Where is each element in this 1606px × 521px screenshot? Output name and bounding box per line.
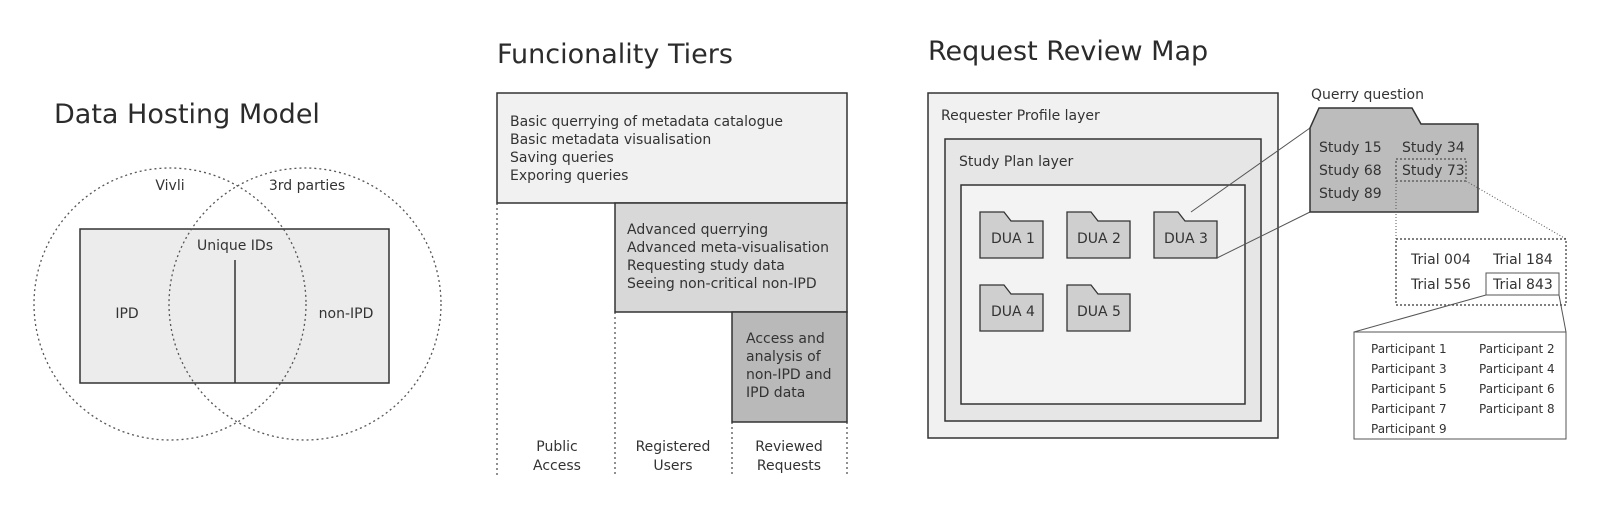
connector-dua3-top [1190,127,1311,213]
hosting-title: Data Hosting Model [54,99,320,130]
trial-184: Trial 184 [1492,252,1553,268]
tier-2-line-3: Requesting study data [627,258,785,274]
participant-8: Participant 8 [1479,402,1555,416]
dua-label-1: DUA 1 [991,231,1035,247]
connector-trial843-left [1353,294,1487,333]
participants-box [1353,331,1567,440]
non-ipd-label: non-IPD [319,306,374,322]
trial-843: Trial 843 [1492,277,1553,293]
participant-7: Participant 7 [1371,402,1447,416]
col-reviewed-line-2: Requests [757,458,821,474]
tier-1-line-2: Basic metadata visualisation [510,132,711,148]
dua-folder-4: DUA 4 [979,284,1044,332]
unique-ids-label: Unique IDs [197,238,273,254]
study-15: Study 15 [1319,140,1382,156]
dua-label-5: DUA 5 [1077,304,1121,320]
functionality-tiers: Funcionality Tiers Basic querrying of me… [496,39,848,477]
study-34: Study 34 [1402,140,1465,156]
third-parties-circle [168,167,442,441]
participant-5: Participant 5 [1371,382,1447,396]
request-review-map: Request Review Map Requester Profile lay… [927,36,1567,440]
study-73-highlight [1395,158,1467,182]
trial-843-highlight [1485,272,1560,296]
tiers-title: Funcionality Tiers [497,39,733,70]
col-public-line-1: Public [536,439,577,455]
dua-folder-5: DUA 5 [1066,284,1131,332]
tier-2-line-2: Advanced meta-visualisation [627,240,829,256]
connector-study73-right [1465,180,1567,240]
dua-folder-1: DUA 1 [979,211,1044,259]
tier-1-line-1: Basic querrying of metadata catalogue [510,114,783,130]
tier-1-box [496,92,848,204]
connector-trial843-right [1558,294,1567,333]
participant-2: Participant 2 [1479,342,1555,356]
tier-3-box [731,311,848,423]
tier-1-line-4: Exporing queries [510,168,628,184]
study-73: Study 73 [1402,163,1465,179]
participant-3: Participant 3 [1371,362,1447,376]
ipd-label: IPD [115,306,138,322]
participant-4: Participant 4 [1479,362,1555,376]
dua-label-3: DUA 3 [1164,231,1208,247]
trial-004: Trial 004 [1410,252,1471,268]
connector-dua3-bottom [1216,211,1311,259]
col-registered-line-1: Registered [636,439,711,455]
trial-556: Trial 556 [1410,277,1471,293]
requester-profile-label: Requester Profile layer [941,108,1100,124]
trial-box [1395,238,1567,306]
study-plan-label: Study Plan layer [959,154,1073,170]
participant-1: Participant 1 [1371,342,1447,356]
dua-folder-2: DUA 2 [1066,211,1131,259]
query-folder [1309,107,1479,213]
review-title: Request Review Map [928,36,1208,67]
tier-3-line-4: IPD data [746,385,805,401]
participant-9: Participant 9 [1371,422,1447,436]
query-question-label: Querry question [1311,87,1424,103]
tier-2-line-1: Advanced querrying [627,222,768,238]
tier-1-line-3: Saving queries [510,150,614,166]
col-reviewed-line-1: Reviewed [755,439,822,455]
tier-3-line-1: Access and [746,331,825,347]
study-68: Study 68 [1319,163,1382,179]
vivli-label: Vivli [155,178,184,194]
col-registered-line-2: Users [653,458,692,474]
data-hosting-model: Data Hosting Model Vivli 3rd parties Uni… [33,99,442,441]
participant-6: Participant 6 [1479,382,1555,396]
vivli-circle [33,167,307,441]
dua-label-4: DUA 4 [991,304,1035,320]
col-public-line-2: Access [533,458,581,474]
study-89: Study 89 [1319,186,1382,202]
tier-3-line-2: analysis of [746,349,822,365]
third-parties-label: 3rd parties [269,178,345,194]
tier-3-line-3: non-IPD and [746,367,832,383]
dua-label-2: DUA 2 [1077,231,1121,247]
tier-2-line-4: Seeing non-critical non-IPD [627,276,817,292]
tier-2-box [614,202,848,313]
